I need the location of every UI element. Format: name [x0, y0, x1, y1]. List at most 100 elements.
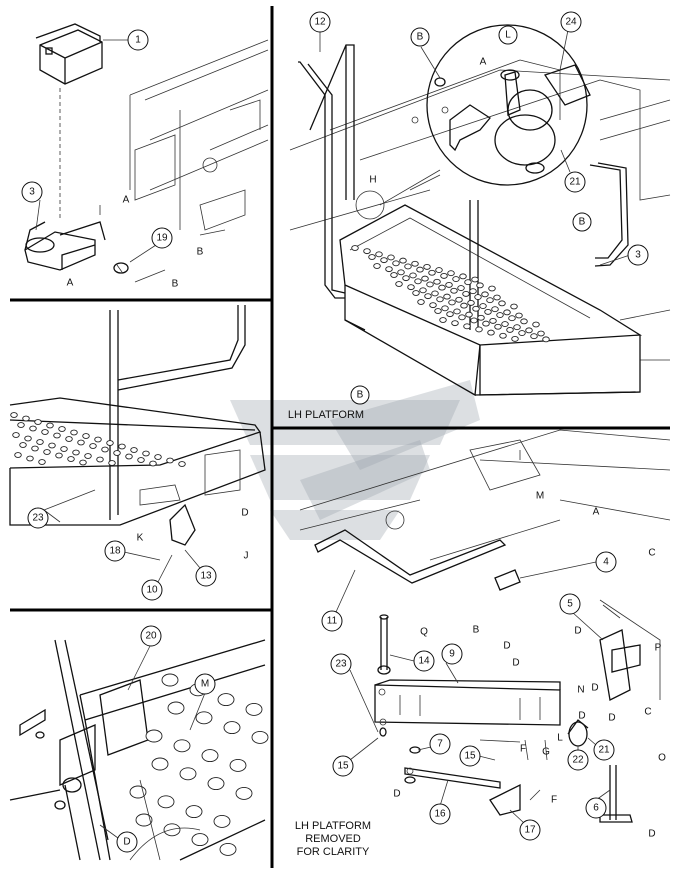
deck-hole	[70, 429, 78, 436]
callout-13	[195, 565, 217, 587]
deck-hole	[154, 454, 162, 460]
callout-10	[141, 579, 163, 601]
svg-text:15: 15	[464, 751, 476, 762]
svg-text:F: F	[551, 795, 557, 806]
note-line-1: LH PLATFORM	[295, 820, 371, 832]
callout-23	[330, 653, 352, 675]
svg-text:A: A	[123, 195, 130, 206]
svg-text:23: 23	[32, 513, 44, 524]
svg-text:23: 23	[335, 659, 347, 670]
svg-text:D: D	[578, 711, 585, 722]
deck-hole	[421, 275, 429, 282]
deck-hole	[89, 443, 97, 449]
deck-hole	[157, 795, 175, 809]
svg-text:O: O	[658, 753, 666, 764]
deck-hole	[26, 455, 34, 462]
svg-text:18: 18	[109, 546, 121, 557]
deck-hole	[219, 842, 237, 856]
svg-text:B: B	[417, 32, 424, 43]
svg-text:B: B	[473, 625, 480, 636]
callout-22	[567, 749, 589, 771]
note-line-3: FOR CLARITY	[297, 846, 370, 858]
svg-text:A: A	[593, 507, 600, 518]
deck-hole	[67, 456, 75, 462]
handrail	[298, 44, 629, 332]
svg-text:D: D	[123, 837, 130, 848]
deck-hole	[469, 288, 477, 295]
deck-hole	[60, 446, 68, 452]
deck-hole	[390, 272, 398, 278]
svg-text:B: B	[357, 390, 364, 401]
svg-text:M: M	[201, 679, 209, 690]
svg-text:19: 19	[156, 233, 168, 244]
panel-bottom-right-labels: 11 4 5 14 9 23 7 15 15 16 17 22	[295, 491, 666, 859]
deck-hole	[475, 326, 483, 333]
deck-hole	[470, 317, 478, 324]
deck-hole	[506, 326, 514, 333]
deck-hole	[499, 332, 507, 339]
deck-hole	[24, 435, 32, 442]
deck-hole	[167, 701, 185, 715]
deck-hole	[48, 442, 56, 449]
deck-hole	[477, 314, 485, 321]
deck-hole	[414, 278, 422, 285]
deck-hole	[488, 285, 496, 292]
panel-top-left	[24, 23, 269, 283]
deck-hole	[462, 290, 470, 297]
deck-hole	[451, 320, 459, 327]
deck-hole	[463, 323, 471, 330]
deck-hole	[481, 291, 489, 298]
svg-text:16: 16	[434, 809, 446, 820]
svg-text:1: 1	[135, 35, 141, 46]
deck-hole	[409, 272, 417, 279]
deck-hole	[118, 443, 126, 450]
deck-hole	[487, 329, 495, 336]
tube-frame	[314, 529, 507, 584]
deck-hole	[532, 321, 540, 328]
detail-view	[379, 24, 591, 206]
svg-text:B: B	[579, 217, 586, 228]
deck-hole	[14, 452, 22, 458]
svg-text:D: D	[574, 626, 581, 637]
deck-hole	[178, 461, 186, 467]
deck-hole	[453, 308, 461, 315]
callout-14	[413, 650, 435, 672]
deck-hole	[245, 702, 263, 716]
deck-hole	[142, 450, 150, 457]
deck-hole	[513, 324, 521, 331]
deck-hole	[106, 440, 114, 446]
deck-hole	[213, 814, 231, 828]
deck-hole	[363, 248, 371, 255]
deck-hole	[501, 321, 509, 327]
deck-hole	[498, 300, 506, 307]
letter-b-2	[572, 212, 592, 232]
deck-hole	[375, 251, 383, 258]
note-line-2: REMOVED	[305, 833, 361, 845]
svg-text:5: 5	[567, 599, 573, 610]
deck-hole	[445, 281, 453, 288]
deck-hole	[493, 294, 501, 301]
deck-hole	[65, 436, 73, 442]
svg-text:17: 17	[524, 825, 536, 836]
deck-hole	[482, 320, 490, 327]
deck-hole	[94, 436, 102, 443]
callout-11	[321, 610, 343, 632]
deck-hole	[429, 302, 437, 309]
deck-hole	[474, 294, 482, 300]
deck-hole	[404, 263, 412, 270]
deck-hole	[520, 318, 528, 325]
deck-hole	[173, 739, 191, 753]
deck-hole	[217, 693, 235, 707]
deck-hole	[397, 269, 405, 276]
svg-text:N: N	[577, 685, 584, 696]
svg-text:A: A	[480, 57, 487, 68]
deck-hole	[424, 293, 432, 300]
deck-hole	[518, 330, 526, 336]
deck-hole	[392, 260, 400, 267]
svg-text:G: G	[542, 747, 550, 758]
deck-hole	[542, 336, 550, 343]
callout-m	[194, 673, 216, 695]
deck-hole	[441, 305, 449, 312]
deck-hole	[38, 459, 46, 465]
deck-hole	[440, 272, 448, 279]
